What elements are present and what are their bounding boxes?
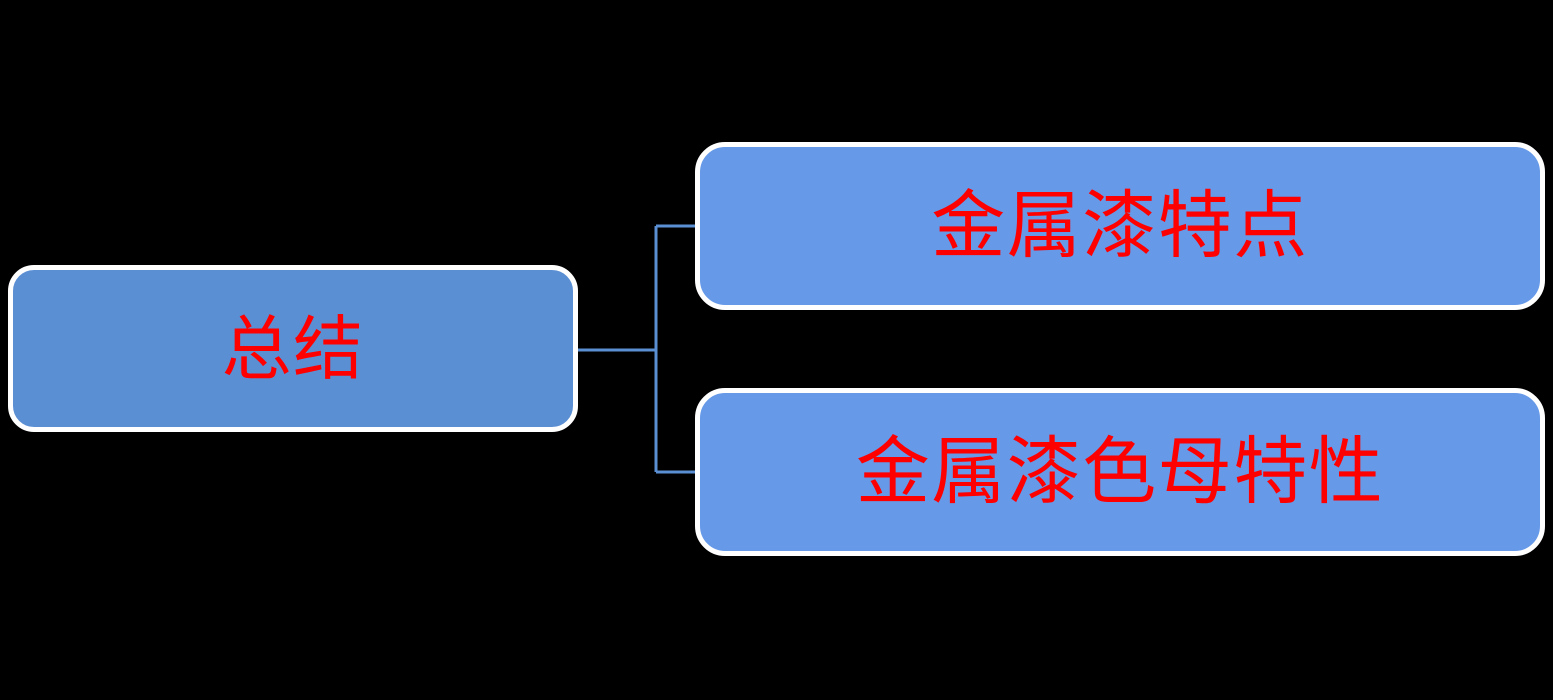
diagram-node-child-1[interactable]: 金属漆特点 [695,142,1545,310]
diagram-node-child-2[interactable]: 金属漆色母特性 [695,388,1545,556]
diagram-node-root[interactable]: 总结 [8,265,578,432]
diagram-node-child-1-label: 金属漆特点 [931,183,1309,269]
diagram-node-root-label: 总结 [221,307,365,390]
diagram-node-child-2-label: 金属漆色母特性 [855,429,1385,515]
